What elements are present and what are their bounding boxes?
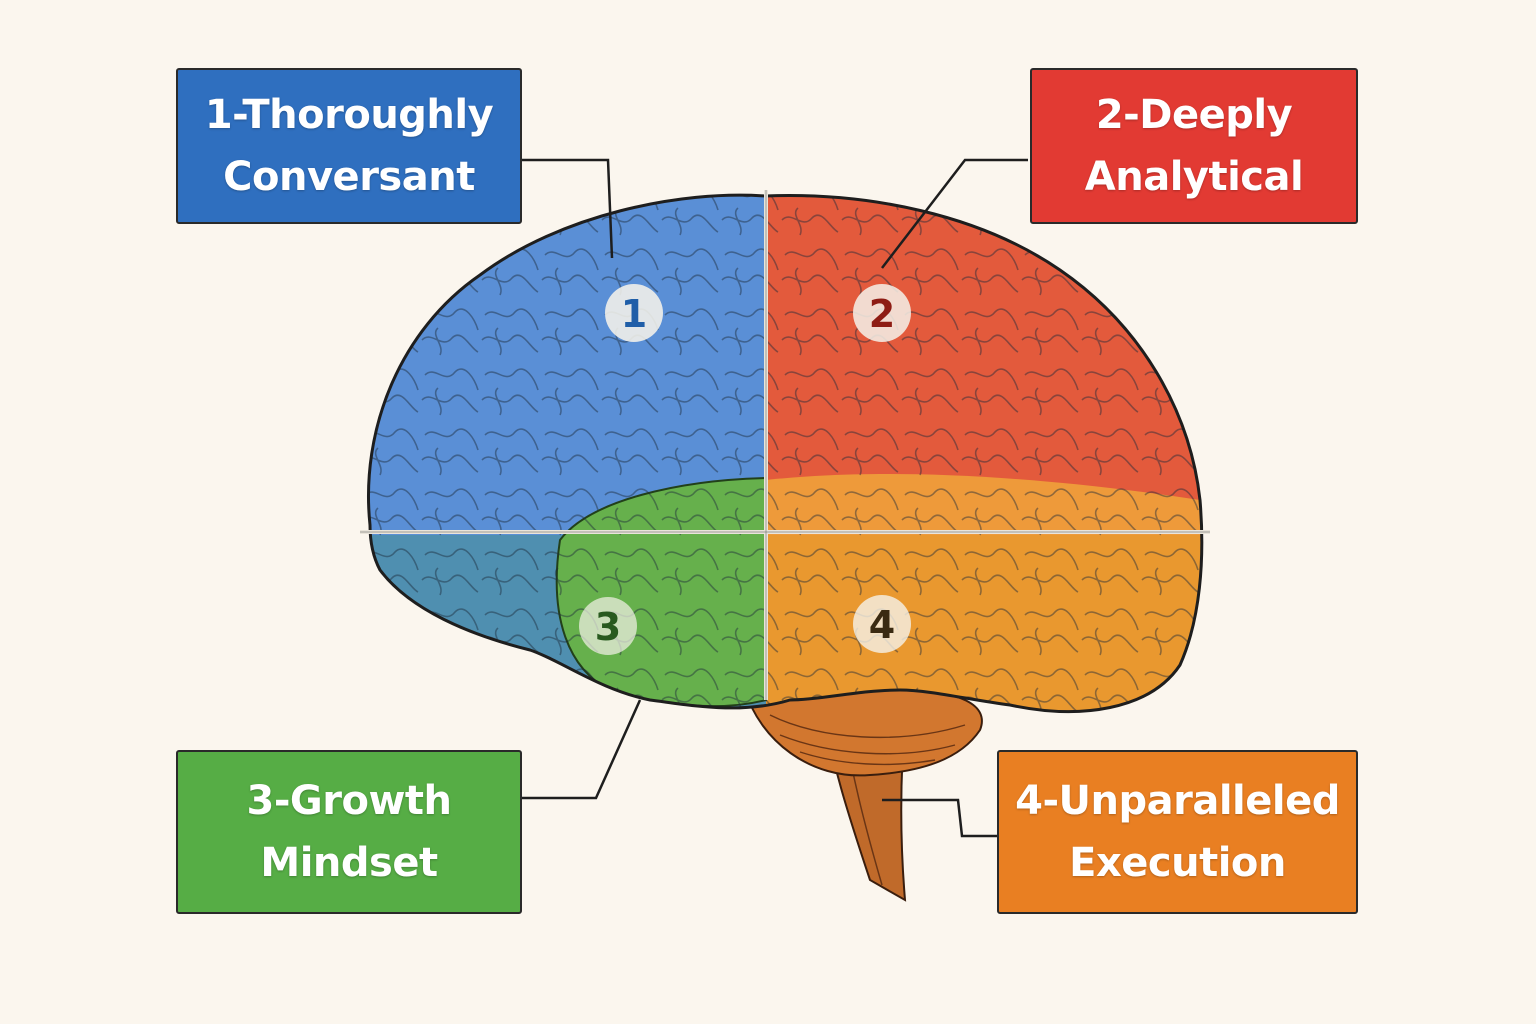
label-3-line-2: Mindset [260,840,438,886]
label-thoroughly-conversant: 1-Thoroughly Conversant [176,68,522,224]
badge-2: 2 [853,284,911,342]
cerebrum [368,195,1202,712]
label-growth-mindset: 3-Growth Mindset [176,750,522,914]
badge-4: 4 [853,595,911,653]
label-2-line-2: Analytical [1084,154,1304,200]
badge-1: 1 [605,284,663,342]
label-unparalleled-execution: 4-Unparalleled Execution [997,750,1358,914]
badge-1-text: 1 [621,292,647,336]
leader-line-2 [881,158,1028,269]
label-deeply-analytical: 2-Deeply Analytical [1030,68,1358,224]
badge-4-text: 4 [869,603,895,647]
label-3-line-1: 3-Growth [246,778,452,824]
leader-line-3 [496,699,642,800]
brain-outline [367,193,1204,713]
label-4-line-2: Execution [1069,840,1286,886]
leader-line-4 [882,798,997,838]
leader-line-1 [522,158,614,259]
label-1-line-1: 1-Thoroughly [204,92,494,138]
label-2-line-1: 2-Deeply [1095,92,1293,138]
label-4-line-1: 4-Unparalleled [1015,778,1340,824]
badge-3-text: 3 [595,605,621,649]
label-1-line-2: Conversant [223,154,475,200]
badge-2-text: 2 [869,292,895,336]
badge-3: 3 [579,597,637,655]
